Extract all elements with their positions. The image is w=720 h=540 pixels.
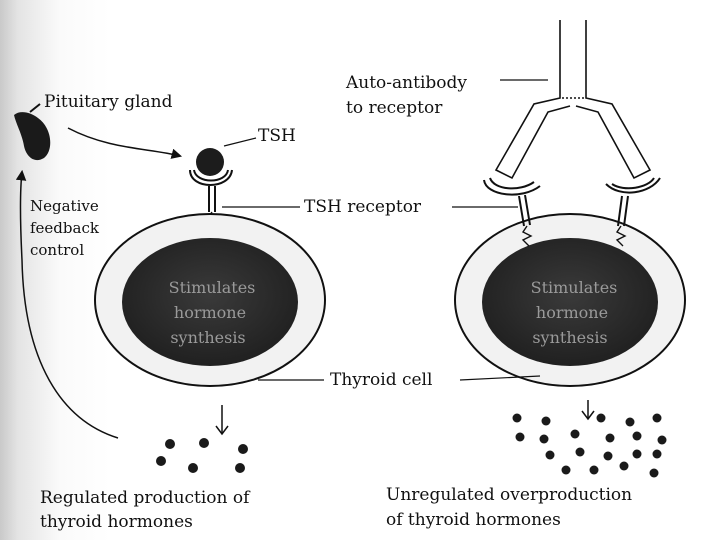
antibody-label-2: to receptor xyxy=(346,98,443,118)
cell-left-text-2: hormone xyxy=(174,303,246,322)
pituitary-label: Pituitary gland xyxy=(44,92,173,112)
tsh-leader xyxy=(223,137,257,147)
cell-right-text-2: hormone xyxy=(536,303,608,322)
feedback-label-2: feedback xyxy=(30,219,100,237)
hormone-dots-left xyxy=(156,438,248,473)
feedback-label-1: Negative xyxy=(30,197,99,215)
thyroid-cell-label: Thyroid cell xyxy=(330,370,432,390)
hormone-dots-right xyxy=(512,413,667,478)
down-arrow-right xyxy=(581,400,595,421)
pituitary-gland xyxy=(14,112,51,161)
unregulated-caption-2: of thyroid hormones xyxy=(386,510,561,530)
tsh-receptor-right-a xyxy=(483,177,541,247)
antibody-label-1: Auto-antibody xyxy=(345,73,467,93)
cell-right-text-1: Stimulates xyxy=(531,278,618,297)
tsh-receptor-right-b xyxy=(605,177,661,247)
nucleus-left xyxy=(122,238,298,366)
regulated-caption-2: thyroid hormones xyxy=(40,512,193,532)
down-arrow-left xyxy=(215,405,229,436)
cell-left-text-1: Stimulates xyxy=(169,278,256,297)
feedback-arrow xyxy=(15,169,119,439)
unregulated-caption-1: Unregulated overproduction xyxy=(386,485,632,505)
tsh-receptor-left xyxy=(189,169,233,186)
auto-antibody xyxy=(494,20,652,180)
cell-left-text-3: synthesis xyxy=(170,328,245,347)
tsh-label: TSH xyxy=(258,126,296,146)
feedback-label-3: control xyxy=(30,241,84,259)
arrow-pituitary-to-tsh xyxy=(67,127,183,159)
pituitary-stalk xyxy=(29,103,41,113)
tsh-molecule xyxy=(196,148,224,176)
nucleus-right xyxy=(482,238,658,366)
receptor-label: TSH receptor xyxy=(304,197,422,217)
regulated-caption-1: Regulated production of xyxy=(40,488,251,508)
thyroid-leader-right xyxy=(459,375,541,381)
cell-right-text-3: synthesis xyxy=(532,328,607,347)
